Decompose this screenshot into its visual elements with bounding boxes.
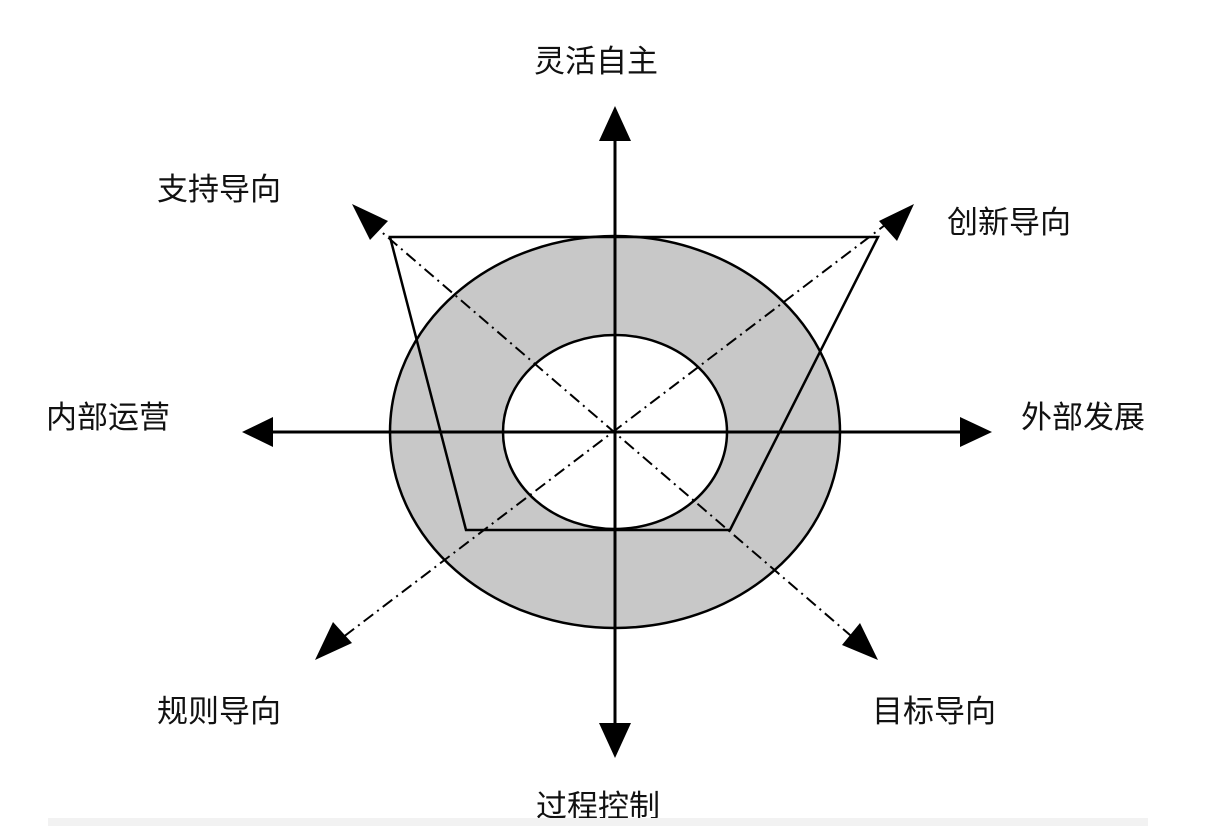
- label-top: 灵活自主: [534, 44, 658, 80]
- arrow-upright-icon: [879, 204, 914, 241]
- label-bottom-left: 规则导向: [157, 694, 281, 730]
- arrow-downright-icon: [842, 623, 878, 660]
- label-top-right: 创新导向: [947, 205, 1071, 241]
- arrow-left-icon: [242, 417, 273, 447]
- label-left: 内部运营: [46, 400, 170, 436]
- arrow-right-icon: [960, 417, 992, 447]
- arrow-upleft-icon: [352, 204, 388, 240]
- arrow-down-icon: [599, 723, 631, 758]
- label-bottom-right: 目标导向: [872, 694, 996, 730]
- bottom-strip: [48, 818, 1148, 826]
- label-right: 外部发展: [1021, 400, 1145, 436]
- label-top-left: 支持导向: [157, 172, 281, 208]
- arrow-up-icon: [599, 106, 631, 141]
- arrow-downleft-icon: [315, 622, 352, 660]
